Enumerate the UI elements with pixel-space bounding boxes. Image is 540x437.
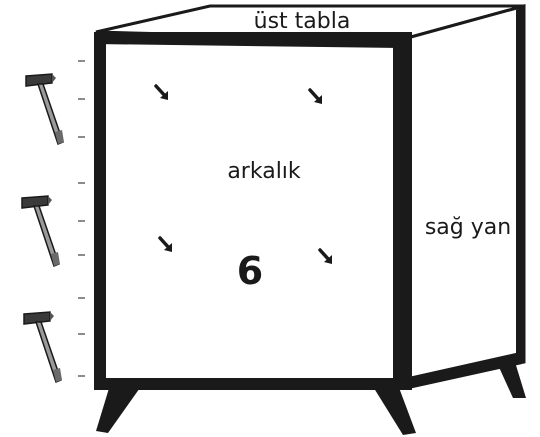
step-number: 6	[237, 249, 263, 293]
hammer-icon	[21, 195, 61, 267]
right-side-panel	[398, 4, 526, 388]
label-right-side: sağ yan	[425, 215, 511, 240]
label-top: üst tabla	[254, 9, 351, 34]
leg-right	[498, 362, 526, 398]
leg-middle	[372, 385, 416, 435]
right-side-front-edge	[516, 6, 524, 364]
label-back: arkalık	[227, 159, 301, 184]
leg-left	[96, 385, 142, 433]
nail-marks	[78, 60, 85, 377]
hammer-icon	[23, 311, 63, 383]
top-panel-edge	[94, 32, 402, 48]
right-side-bottom-rail	[404, 352, 522, 390]
hammer-icon	[25, 73, 65, 145]
back-panel	[106, 42, 393, 378]
